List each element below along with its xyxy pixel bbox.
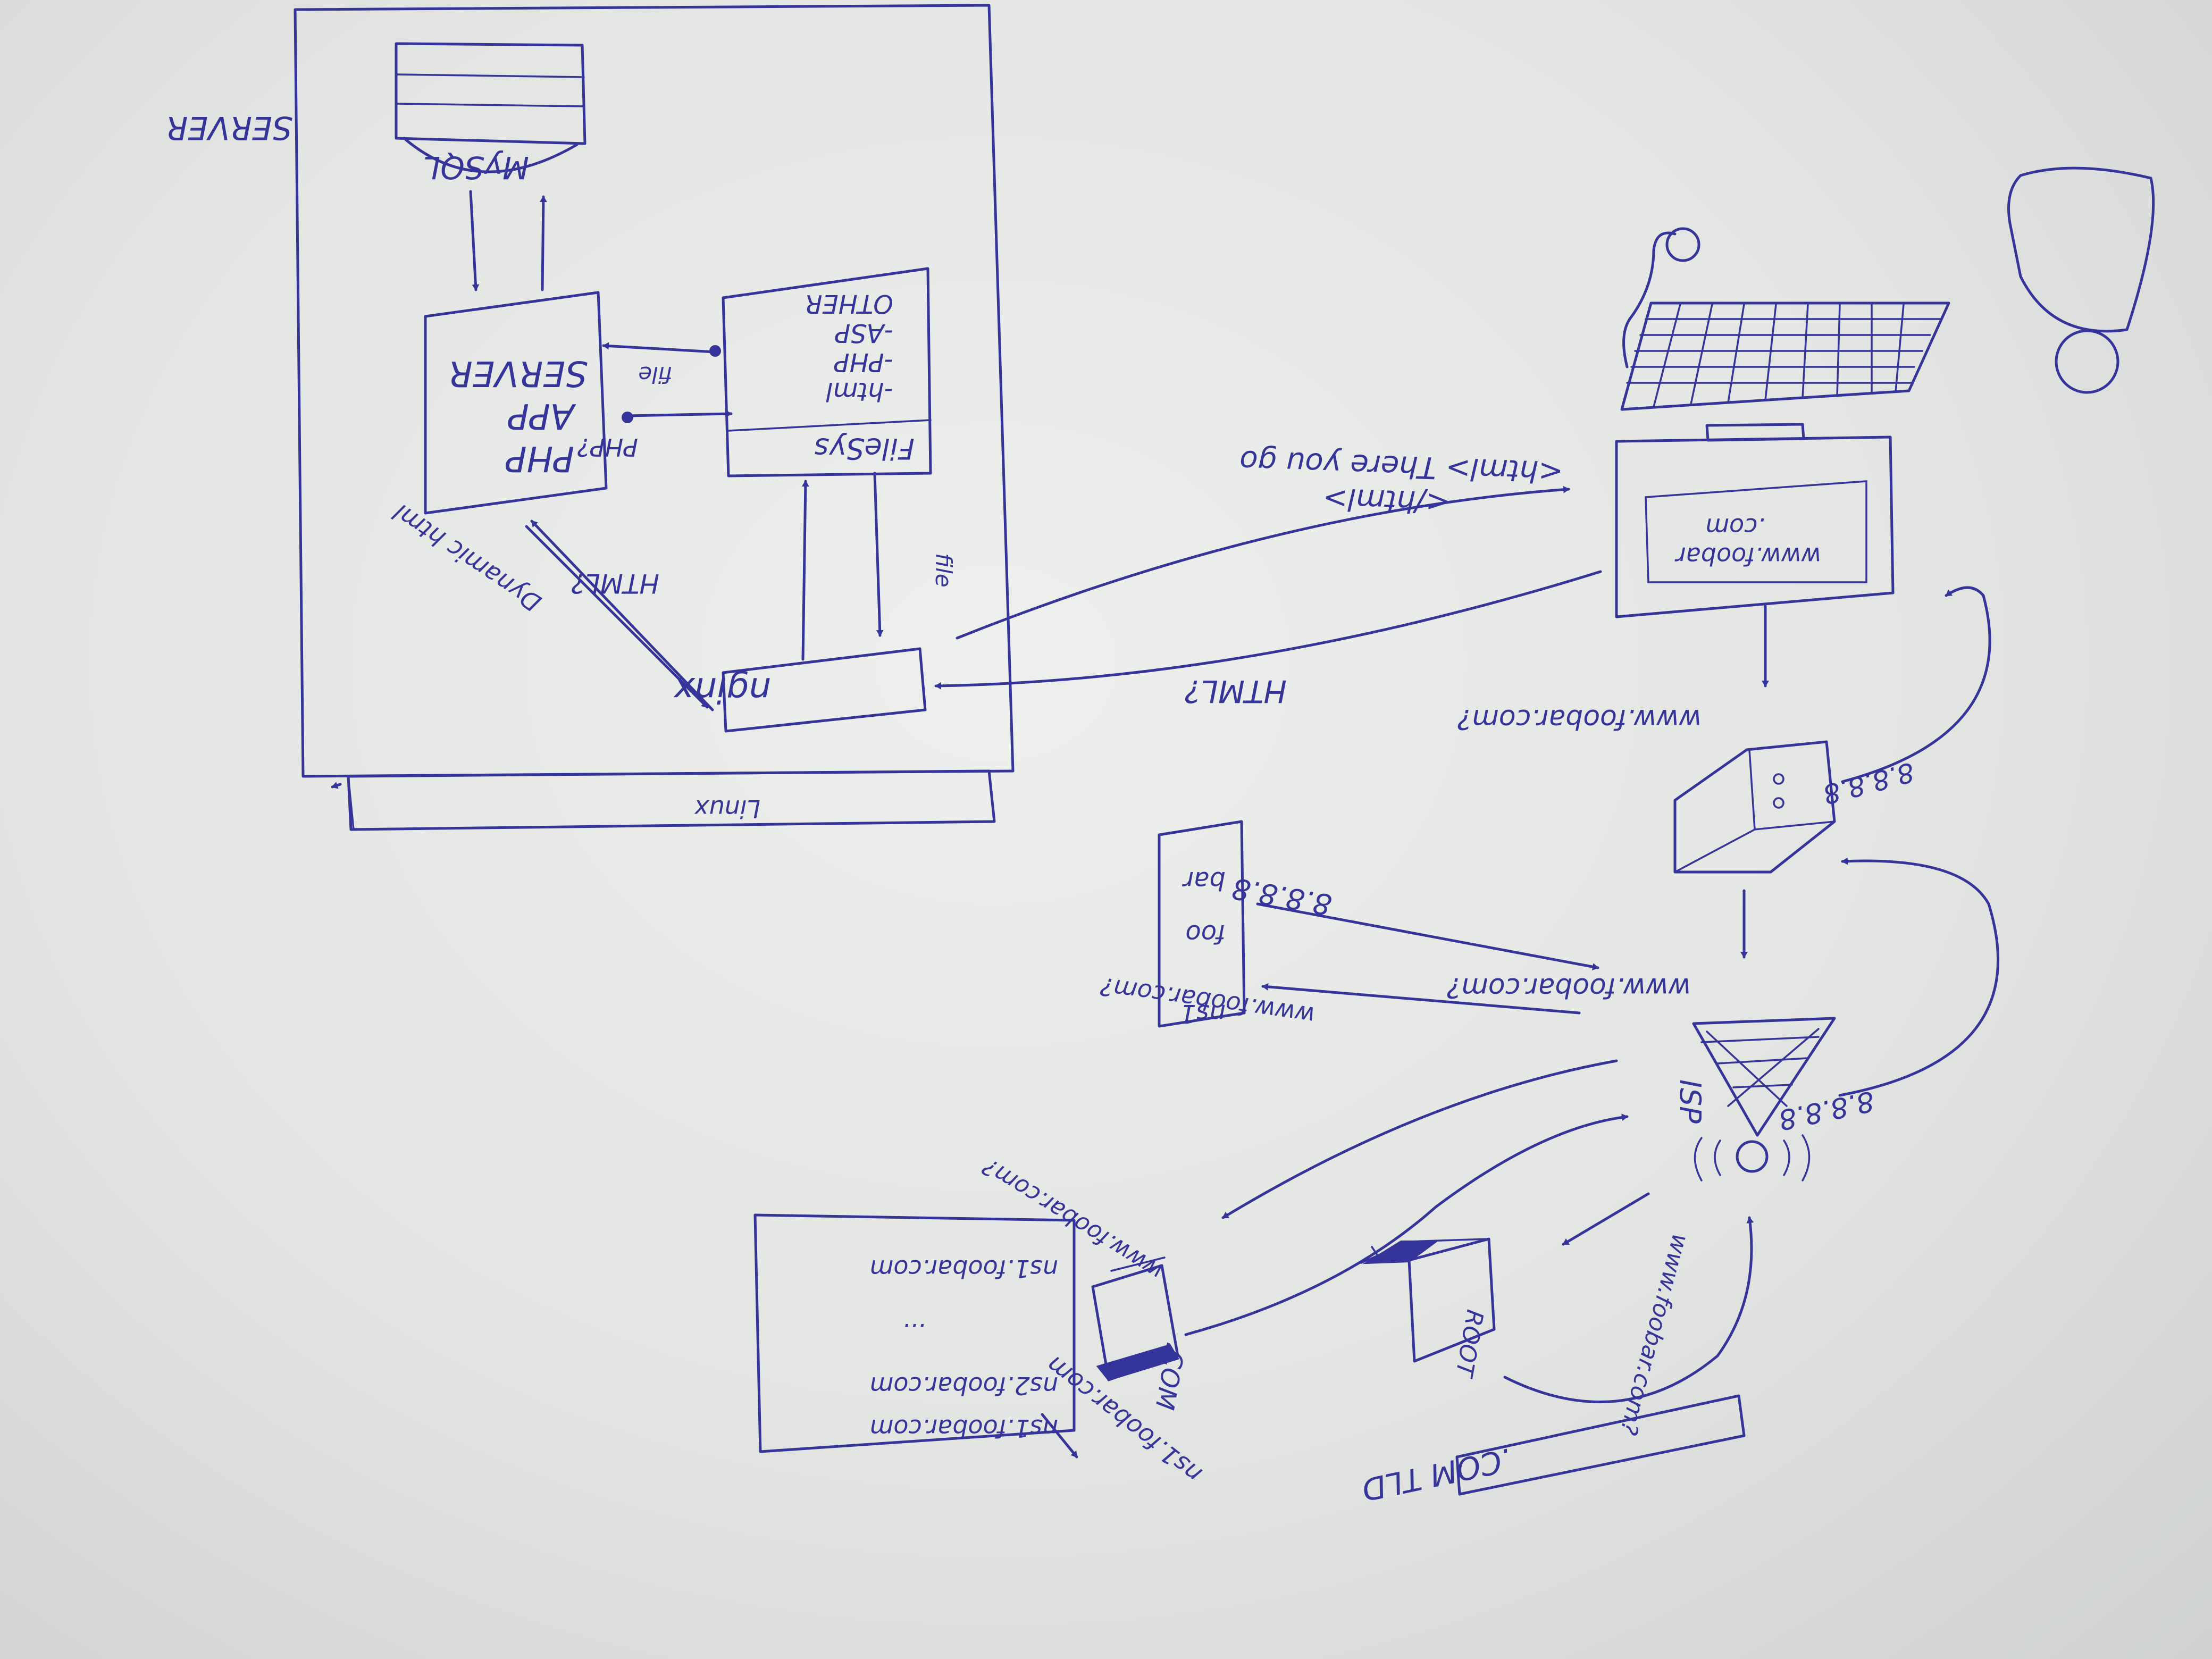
db-to-app-arrow [542,197,543,290]
com-tld-label: .COM TLD [1359,1441,1514,1508]
browser-url-line-1: www.foobar [1674,542,1821,571]
nginx-to-app-arrow [532,521,713,710]
dynamic-html-label: Dynamic html [388,498,547,617]
app-server-line-1: PHP [506,438,574,479]
file-request-label-small: file [638,362,673,388]
server-frame [295,5,1013,830]
html-request-client-label: HTML? [1185,673,1287,709]
isp-label: ISP [1673,1079,1707,1124]
filesystem-text: FileSys -html -PHP -ASP OTHER [805,289,915,465]
fs-item-html: -html [826,376,893,406]
html-response-text: <html> There you go </html> [1238,443,1564,524]
app-to-db-arrow [471,191,476,290]
nginx-to-browser-arrow [957,489,1569,638]
person-figure [2009,168,2154,392]
client-dns-query-label: www.foobar.com? [1457,703,1702,735]
isp-to-root-arrow [1563,1194,1648,1244]
ns-list-item-3: ... [902,1318,925,1347]
nginx-to-fs-arrow [803,481,806,659]
mysql-label: MySQL [423,149,529,186]
php-app-server-text: PHP APP SERVER [448,353,588,479]
file-label-right: file [931,553,957,588]
app-to-fs-arrow [627,414,731,416]
dns-cache-box [1675,742,1834,872]
browser-url-line-2: .com [1705,513,1765,541]
isp-to-cache-arrow [1840,861,1998,1095]
fs-item-php: -PHP [834,347,893,377]
ns-list-item-2: ns2.foobar.com [870,1371,1058,1400]
app-server-line-3: SERVER [448,353,588,394]
root-label: ROOT [1449,1308,1488,1380]
com-to-isp-arrow [1186,1117,1627,1335]
root-to-isp-arrow [1505,1218,1752,1402]
ns-list-text: ns1.foobar.com ns2.foobar.com ... ns1.fo… [870,1254,1058,1443]
server-outer-label: SERVER [166,109,292,146]
filesystem-title: FileSys [814,432,915,465]
fs-to-nginx-arrow [875,473,880,635]
foo-text: foo [1185,919,1226,949]
client-ip-label: 8.8.8.8 [1820,756,1917,810]
laptop-keyboard [1622,229,1949,409]
cache-to-browser-arrow [1842,588,1990,782]
ns-list-item-4: ns1.foobar.com [870,1254,1058,1283]
linux-label: Linux [694,794,760,823]
isp-ip-label: 8.8.8.8 [1776,1084,1877,1136]
ns1-ip-label: 8.8.8.8 [1229,872,1334,922]
bar-text: bar [1182,866,1226,895]
isp-to-com-arrow [1223,1061,1616,1218]
fs-item-other: OTHER [805,289,893,319]
html-close-label: </html> [1322,481,1451,520]
fs-item-asp: -ASP [835,318,893,348]
nginx-label: nginx [673,669,771,710]
fs-to-app-arrow [604,346,715,352]
app-to-nginx-arrow [526,526,707,707]
html-response-label: <html> There you go [1239,443,1564,489]
app-server-line-2: APP [508,396,576,437]
isp-query-label: www.foobar.com? [1447,971,1691,1003]
browser-to-nginx-arrow [936,572,1601,686]
php-request-label: PHP? [577,433,638,462]
ns-list-item-1: ns1.foobar.com [870,1414,1058,1443]
